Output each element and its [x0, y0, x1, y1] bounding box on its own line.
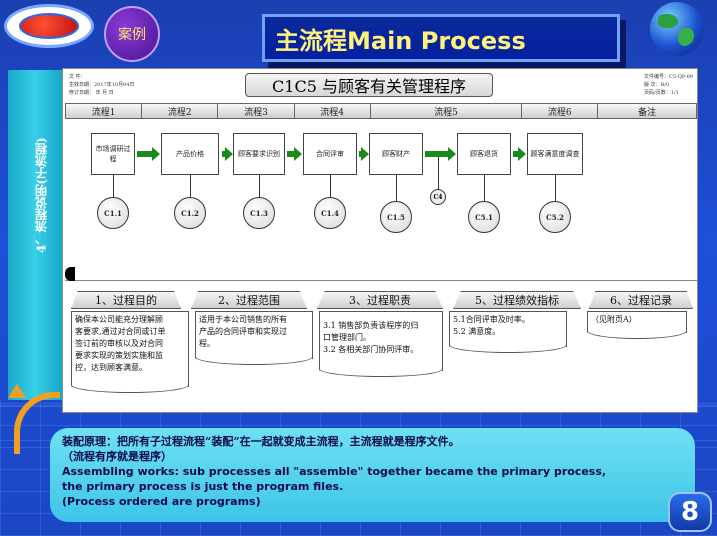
meta-line: 版 次：B/0 [644, 82, 670, 88]
process-box: 顾客满意度调查 [527, 133, 583, 175]
process-box: 顾客要求识别 [233, 133, 285, 175]
note-line: 控，达到顾客满意。 [75, 363, 147, 372]
note-line: 要求实现的策划实施和监 [75, 351, 163, 360]
flow-arrow [287, 147, 302, 161]
logo-icon [19, 13, 79, 39]
explanation-cn-line: （流程有序就是程序） [62, 450, 172, 463]
process-box: 合同评审 [303, 133, 357, 175]
note-records: （见附页A） [587, 311, 687, 339]
meta-line: 生效日期：2017年10月04日 [69, 82, 135, 88]
explanation-en-line: the primary process is just the program … [62, 480, 344, 493]
subprocess-circle: C1.3 [243, 197, 275, 229]
note-line: 5.2 满意度。 [453, 327, 501, 336]
meta-line: 修订日期： 年 月 日 [69, 90, 114, 96]
note-line: 适用于本公司销售的所有 [199, 315, 287, 324]
note-line: 产品的合同评审和实现过 [199, 327, 287, 336]
flow-vertical-label: 4、流程说明(子流程) [34, 137, 49, 253]
subprocess-circle: C1.4 [314, 197, 346, 229]
page-number: 8 [668, 492, 712, 532]
section-tab: 3、过程职责 [317, 291, 443, 309]
globe-icon [650, 2, 704, 56]
document-title: C1C5 与顾客有关管理程序 [245, 73, 493, 97]
slide-title: 主流程Main Process [262, 14, 620, 62]
process-box: 顾客财产 [369, 133, 423, 175]
note-kpi: 5.1合同评审及时率。 5.2 满意度。 [449, 311, 567, 353]
note-responsibility: 3.1 销售部负责该程序的归 口管理部门。 3.2 各相关部门协同评审。 [319, 311, 443, 377]
meta-line: 页码/页数：1/1 [644, 90, 679, 96]
flow-arrow [513, 147, 526, 161]
section-tab: 5、过程绩效指标 [453, 291, 581, 309]
meta-line: 文件编号：C5-QP-09 [644, 74, 693, 80]
explanation-en-line: Assembling works: sub processes all "ass… [62, 465, 607, 478]
meta-line: 文 件： [69, 74, 86, 80]
section-marker [65, 267, 75, 281]
procedure-document: 文 件： 生效日期：2017年10月04日 修订日期： 年 月 日 文件编号：C… [62, 68, 698, 413]
flow-arrow [222, 147, 233, 161]
logo-oval [4, 4, 94, 48]
flow-arrow [359, 147, 369, 161]
process-box: 产品价格 [161, 133, 219, 175]
stage-header: 流程3 [217, 103, 294, 119]
note-line: 口管理部门。 [323, 333, 371, 342]
subprocess-circle-small: C4 [430, 189, 446, 205]
subprocess-circle: C1.2 [174, 197, 206, 229]
stage-header: 流程4 [293, 103, 370, 119]
note-line: （见附页A） [591, 315, 637, 324]
swirl-arrow-icon [8, 384, 60, 454]
note-line: 客要求,通过对合同或订单 [75, 327, 166, 336]
process-box: 顾客退货 [457, 133, 511, 175]
note-line: 签订前的审核以及对合同 [75, 339, 163, 348]
note-line: 确保本公司能充分理解顾 [75, 315, 163, 324]
flow-area: 市场调研过程 产品价格 顾客要求识别 合同评审 顾客财产 顾客退货 顾客满意度调… [65, 119, 697, 281]
flow-arrow [425, 147, 456, 161]
stage-header: 流程5 [369, 103, 522, 119]
section-tab: 6、过程记录 [589, 291, 693, 309]
explanation-en-line: (Process ordered are programs) [62, 495, 261, 508]
subprocess-circle: C1.1 [97, 197, 129, 229]
subprocess-circle: C5.1 [468, 201, 500, 233]
explanation-panel: 装配原理：把所有子过程流程“装配”在一起就变成主流程，主流程就是程序文件。 （流… [50, 428, 695, 522]
subprocess-circle: C1.5 [380, 201, 412, 233]
stage-header: 流程2 [141, 103, 218, 119]
explanation-cn-line: 装配原理：把所有子过程流程“装配”在一起就变成主流程，主流程就是程序文件。 [62, 435, 460, 448]
flow-arrow [137, 147, 160, 161]
section-tab: 2、过程范围 [191, 291, 307, 309]
case-badge: 案例 [104, 6, 160, 62]
stage-header: 流程6 [521, 103, 598, 119]
note-line: 程。 [199, 339, 215, 348]
doc-meta-right: 文件编号：C5-QP-09 版 次：B/0 页码/页数：1/1 [644, 73, 693, 97]
note-scope: 适用于本公司销售的所有 产品的合同评审和实现过 程。 [195, 311, 313, 365]
stage-header: 流程1 [65, 103, 142, 119]
note-line: 5.1合同评审及时率。 [453, 315, 530, 324]
process-box: 市场调研过程 [91, 133, 135, 175]
note-line: 3.2 各相关部门协同评审。 [323, 345, 419, 354]
side-bar [8, 70, 64, 400]
note-purpose: 确保本公司能充分理解顾 客要求,通过对合同或订单 签订前的审核以及对合同 要求实… [71, 311, 189, 393]
doc-meta-left: 文 件： 生效日期：2017年10月04日 修订日期： 年 月 日 [69, 73, 134, 97]
stage-header-row: 流程1 流程2 流程3 流程4 流程5 流程6 备注 [65, 103, 698, 119]
stage-header: 备注 [597, 103, 698, 119]
note-line: 3.1 销售部负责该程序的归 [323, 321, 419, 330]
section-tab: 1、过程目的 [71, 291, 181, 309]
subprocess-circle: C5.2 [539, 201, 571, 233]
